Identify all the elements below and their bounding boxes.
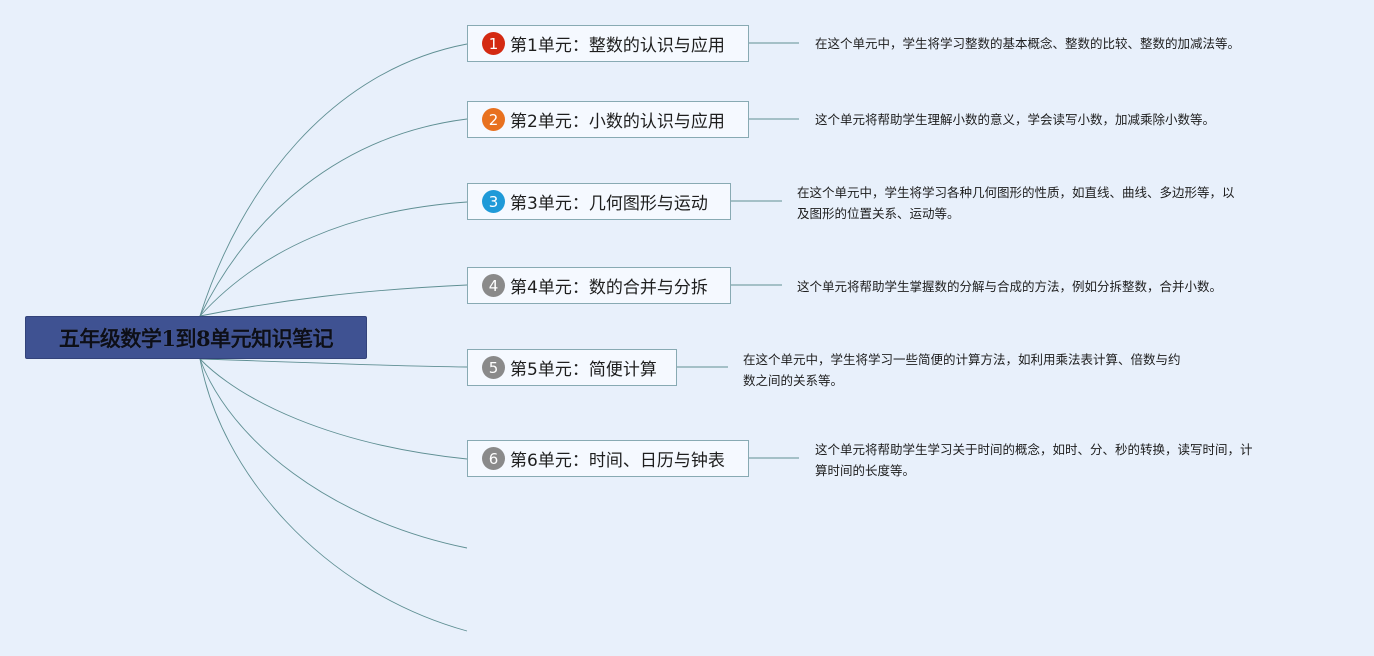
note-line: 在这个单元中，学生将学习整数的基本概念、整数的比较、整数的加减法等。 xyxy=(815,36,1241,51)
note-unit-6: 这个单元将帮助学生学习关于时间的概念，如时、分、秒的转换，读写时间，计 算时间的… xyxy=(815,439,1253,481)
connector-root-branch-4 xyxy=(199,284,468,317)
number-3-icon: 3 xyxy=(482,190,505,213)
note-unit-1: 在这个单元中，学生将学习整数的基本概念、整数的比较、整数的加减法等。 xyxy=(815,33,1240,54)
branch-title: 第5单元：简便计算 xyxy=(510,360,657,380)
note-line: 在这个单元中，学生将学习各种几何图形的性质，如直线、曲线、多边形等，以 xyxy=(797,185,1235,200)
branch-unit-2[interactable]: 2 第2单元：小数的认识与应用 xyxy=(467,101,749,138)
connector-root-branch-2 xyxy=(199,118,468,317)
connector-root-branch-1 xyxy=(199,43,468,317)
root-topic[interactable]: 五年级数学1到8单元知识笔记 xyxy=(25,316,367,359)
note-line: 数之间的关系等。 xyxy=(743,373,844,388)
note-unit-4: 这个单元将帮助学生掌握数的分解与合成的方法，例如分拆整数，合并小数。 xyxy=(797,276,1222,297)
number-6-icon: 6 xyxy=(482,447,505,470)
connector-root-empty-7 xyxy=(199,358,468,549)
branch-title: 第2单元：小数的认识与应用 xyxy=(510,112,725,132)
branch-title: 第3单元：几何图形与运动 xyxy=(510,194,708,214)
branch-title: 第1单元：整数的认识与应用 xyxy=(510,36,725,56)
note-unit-2: 这个单元将帮助学生理解小数的意义，学会读写小数，加减乘除小数等。 xyxy=(815,109,1215,130)
note-line: 这个单元将帮助学生理解小数的意义，学会读写小数，加减乘除小数等。 xyxy=(815,112,1216,127)
branch-title: 第4单元：数的合并与分拆 xyxy=(510,278,708,298)
number-1-icon: 1 xyxy=(482,32,505,55)
branch-unit-1[interactable]: 1 第1单元：整数的认识与应用 xyxy=(467,25,749,62)
note-line: 这个单元将帮助学生学习关于时间的概念，如时、分、秒的转换，读写时间，计 xyxy=(815,442,1253,457)
connector-root-branch-3 xyxy=(199,201,468,317)
connector-root-branch-6 xyxy=(199,358,468,460)
number-5-icon: 5 xyxy=(482,356,505,379)
note-unit-5: 在这个单元中，学生将学习一些简便的计算方法，如利用乘法表计算、倍数与约 数之间的… xyxy=(743,349,1181,391)
note-line: 及图形的位置关系、运动等。 xyxy=(797,206,960,221)
branch-unit-4[interactable]: 4 第4单元：数的合并与分拆 xyxy=(467,267,731,304)
connector-root-branch-5 xyxy=(199,358,468,368)
branch-title: 第6单元：时间、日历与钟表 xyxy=(510,451,725,471)
branch-unit-3[interactable]: 3 第3单元：几何图形与运动 xyxy=(467,183,731,220)
note-line: 算时间的长度等。 xyxy=(815,463,916,478)
number-2-icon: 2 xyxy=(482,108,505,131)
connector-root-empty-8 xyxy=(199,358,468,632)
root-title: 五年级数学1到8单元知识笔记 xyxy=(58,325,334,351)
note-line: 在这个单元中，学生将学习一些简便的计算方法，如利用乘法表计算、倍数与约 xyxy=(743,352,1181,367)
note-unit-3: 在这个单元中，学生将学习各种几何图形的性质，如直线、曲线、多边形等，以 及图形的… xyxy=(797,182,1235,224)
note-line: 这个单元将帮助学生掌握数的分解与合成的方法，例如分拆整数，合并小数。 xyxy=(797,279,1223,294)
branch-unit-6[interactable]: 6 第6单元：时间、日历与钟表 xyxy=(467,440,749,477)
branch-unit-5[interactable]: 5 第5单元：简便计算 xyxy=(467,349,677,386)
number-4-icon: 4 xyxy=(482,274,505,297)
